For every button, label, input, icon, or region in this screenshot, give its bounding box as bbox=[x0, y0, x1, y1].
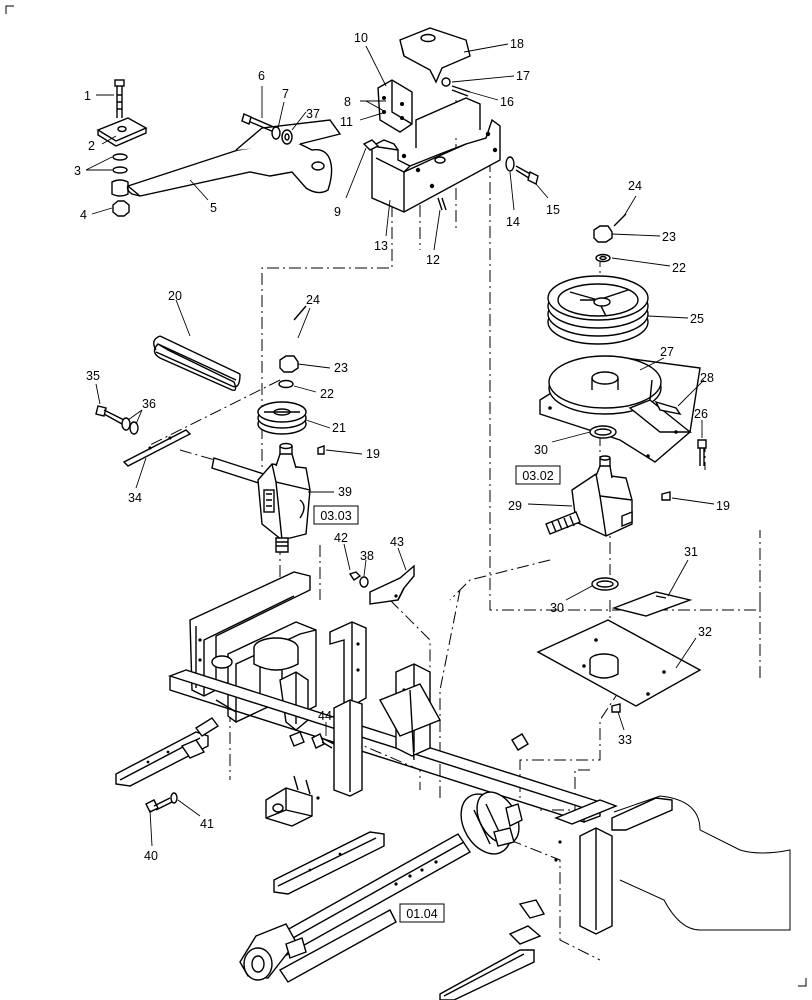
callout-16: 16 bbox=[500, 95, 514, 109]
callout-41: 41 bbox=[200, 817, 214, 831]
callout-42: 42 bbox=[334, 531, 348, 545]
part-bolt-40-41 bbox=[145, 792, 178, 813]
part-skid-bars bbox=[115, 717, 673, 1000]
part-gearbox-39 bbox=[211, 442, 325, 553]
callout-31: 31 bbox=[684, 545, 698, 559]
part-pulley-21 bbox=[257, 305, 307, 435]
callout-33: 33 bbox=[618, 733, 632, 747]
callout-1: 1 bbox=[84, 89, 91, 103]
callout-39: 39 bbox=[338, 485, 352, 499]
reference-box-03-03[interactable]: 03.03 bbox=[313, 505, 359, 525]
callout-3: 3 bbox=[74, 164, 81, 178]
callout-11: 11 bbox=[340, 115, 353, 129]
callout-17: 17 bbox=[516, 69, 530, 83]
callout-22-right: 22 bbox=[672, 261, 686, 275]
callout-6: 6 bbox=[258, 69, 265, 83]
callout-19-right: 19 bbox=[716, 499, 730, 513]
part-bracket-43 bbox=[348, 564, 415, 605]
reference-label-03-02: 03.02 bbox=[522, 469, 553, 483]
callout-37: 37 bbox=[306, 107, 320, 121]
crop-marks bbox=[5, 5, 807, 987]
callout-38: 38 bbox=[360, 549, 374, 563]
reference-label-03-03: 03.03 bbox=[320, 509, 351, 523]
callout-28: 28 bbox=[700, 371, 714, 385]
callout-40: 40 bbox=[144, 849, 158, 863]
callout-14: 14 bbox=[506, 215, 520, 229]
callout-36: 36 bbox=[142, 397, 156, 411]
callout-7: 7 bbox=[282, 87, 289, 101]
part-pulley-25 bbox=[547, 213, 649, 345]
part-plates-31-32 bbox=[536, 591, 702, 713]
callout-24-right: 24 bbox=[628, 179, 642, 193]
part-bolts-6-7-37 bbox=[241, 113, 293, 145]
callout-10: 10 bbox=[354, 31, 368, 45]
part-handle-arm bbox=[96, 79, 342, 217]
part-main-frame bbox=[167, 571, 791, 935]
callout-20: 20 bbox=[168, 289, 182, 303]
callout-18: 18 bbox=[510, 37, 524, 51]
assembly-lines bbox=[149, 100, 761, 961]
callout-2: 2 bbox=[88, 139, 95, 153]
callout-27: 27 bbox=[660, 345, 674, 359]
callout-29: 29 bbox=[508, 499, 522, 513]
part-bolts-35-36-34 bbox=[95, 405, 192, 467]
callout-15: 15 bbox=[546, 203, 560, 217]
callout-22-left: 22 bbox=[320, 387, 334, 401]
reference-box-03-02[interactable]: 03.02 bbox=[515, 465, 561, 485]
callout-44: 44 bbox=[318, 709, 332, 723]
leader-lines bbox=[85, 43, 715, 847]
callout-34: 34 bbox=[128, 491, 142, 505]
callout-4: 4 bbox=[80, 208, 87, 222]
callout-23-right: 23 bbox=[662, 230, 676, 244]
part-gearbox-29 bbox=[545, 425, 671, 591]
callout-30-bottom: 30 bbox=[550, 601, 564, 615]
callout-9: 9 bbox=[334, 205, 341, 219]
callout-5: 5 bbox=[210, 201, 217, 215]
reference-box-01-04[interactable]: 01.04 bbox=[399, 903, 445, 923]
callout-25: 25 bbox=[690, 312, 704, 326]
callout-8: 8 bbox=[344, 95, 351, 109]
part-belt-20 bbox=[153, 335, 241, 392]
callout-12: 12 bbox=[426, 253, 440, 267]
part-bracket-13 bbox=[362, 27, 539, 213]
callout-32: 32 bbox=[698, 625, 712, 639]
callout-23-left: 23 bbox=[334, 361, 348, 375]
callout-labels: 1 2 3 4 5 6 7 37 8 9 10 11 12 13 14 15 1… bbox=[74, 31, 730, 863]
callout-24-left: 24 bbox=[306, 293, 320, 307]
callout-19-left: 19 bbox=[366, 447, 380, 461]
part-hub-27 bbox=[539, 355, 707, 466]
callout-35: 35 bbox=[86, 369, 100, 383]
callout-13: 13 bbox=[374, 239, 388, 253]
callout-26: 26 bbox=[694, 407, 708, 421]
reference-label-01-04: 01.04 bbox=[406, 907, 437, 921]
part-drive-shaft bbox=[239, 791, 523, 983]
callout-30-top: 30 bbox=[534, 443, 548, 457]
callout-21: 21 bbox=[332, 421, 346, 435]
callout-43: 43 bbox=[390, 535, 404, 549]
